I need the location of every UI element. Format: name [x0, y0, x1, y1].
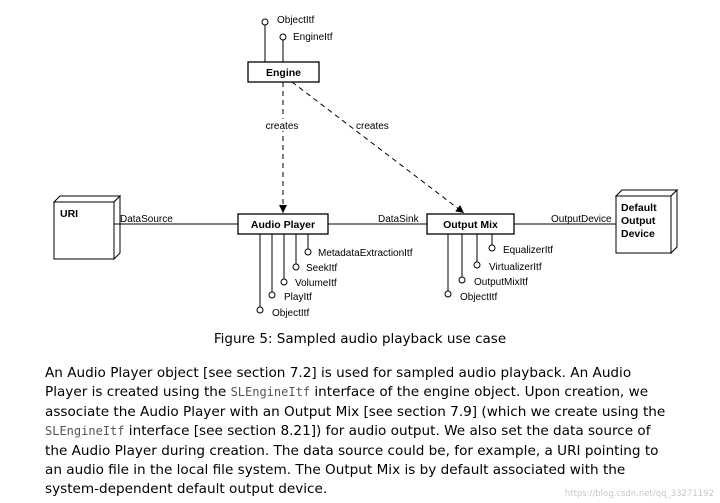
- interface-lollipop: [473, 261, 481, 269]
- default-output-label-3: Device: [621, 228, 655, 240]
- paragraph-line: Player is created using the SLEngineItf …: [45, 383, 705, 402]
- output-mix-interfaces: [444, 234, 496, 298]
- engine-objectitf-label: ObjectItf: [277, 15, 314, 26]
- virtualizeritf-label: VirtualizerItf: [489, 262, 542, 273]
- body-paragraph: An Audio Player object [see section 7.2]…: [45, 364, 705, 500]
- creates-arrow-right: [291, 81, 465, 214]
- engine-box: Engine: [247, 61, 320, 83]
- paragraph-line: associate the Audio Player with an Outpu…: [45, 403, 666, 420]
- output-mix-label: Output Mix: [443, 219, 498, 231]
- uri-box: [52, 194, 122, 261]
- equalizeritf-label: EqualizerItf: [503, 245, 553, 256]
- paragraph-line: SLEngineItf interface [see section 8.21]…: [45, 422, 705, 441]
- volumeitf-label: VolumeItf: [295, 278, 337, 289]
- default-output-label-2: Output: [621, 215, 656, 227]
- interface-lollipop: [458, 276, 466, 284]
- outputmixitf-label: OutputMixItf: [474, 277, 528, 288]
- default-output-device-box: [614, 188, 679, 255]
- interface-lollipop: [444, 290, 452, 298]
- interface-lollipop: [268, 291, 276, 299]
- engine-engineitf-label: EngineItf: [293, 32, 333, 43]
- audio-player-objectitf-label: ObjectItf: [272, 308, 309, 319]
- inline-code: SLEngineItf: [45, 424, 125, 439]
- figure-caption: Figure 5: Sampled audio playback use cas…: [213, 331, 507, 347]
- interface-lollipop: [256, 306, 264, 314]
- paragraph-line: An Audio Player object [see section 7.2]…: [45, 365, 632, 381]
- paragraph-line: system-dependent default output device.: [45, 481, 328, 498]
- datasource-label: DataSource: [120, 214, 173, 225]
- interface-lollipop: [292, 263, 300, 271]
- interface-lollipop: [279, 33, 287, 41]
- paragraph-text: Player is created using the: [45, 384, 231, 401]
- paragraph-line: the Audio Player during creation. The da…: [45, 442, 659, 459]
- outputdevice-label: OutputDevice: [551, 214, 612, 225]
- inline-code: SLEngineItf: [230, 385, 311, 400]
- playitf-label: PlayItf: [284, 292, 312, 303]
- audio-player-box: Audio Player: [237, 213, 329, 235]
- paragraph-text: interface of the engine object. Upon cre…: [310, 384, 649, 401]
- creates-label-left: creates: [266, 121, 299, 132]
- metadataextractionitf-label: MetadataExtractionItf: [318, 248, 413, 259]
- creates-label-right: creates: [356, 121, 389, 132]
- output-mix-box: Output Mix: [426, 213, 515, 235]
- diagram: ObjectItf EngineItf Engine creates creat…: [52, 15, 679, 319]
- paragraph-text: interface [see section 8.21]) for audio …: [124, 423, 651, 440]
- watermark: https://blog.csdn.net/qq_33271192: [564, 489, 714, 499]
- interface-lollipop: [280, 278, 288, 286]
- datasink-label: DataSink: [378, 214, 420, 225]
- default-output-label-1: Default: [621, 202, 657, 214]
- paragraph-line: an audio file in the local file system. …: [45, 462, 626, 479]
- audio-player-label: Audio Player: [251, 219, 315, 231]
- audio-player-interfaces: [256, 234, 312, 314]
- interface-lollipop: [304, 248, 312, 256]
- interface-lollipop: [488, 244, 496, 252]
- interface-lollipop: [261, 18, 269, 26]
- engine-label: Engine: [266, 67, 301, 79]
- seekitf-label: SeekItf: [306, 263, 337, 274]
- output-mix-objectitf-label: ObjectItf: [460, 292, 497, 303]
- engine-interfaces: [261, 18, 287, 62]
- uri-label: URI: [60, 208, 78, 220]
